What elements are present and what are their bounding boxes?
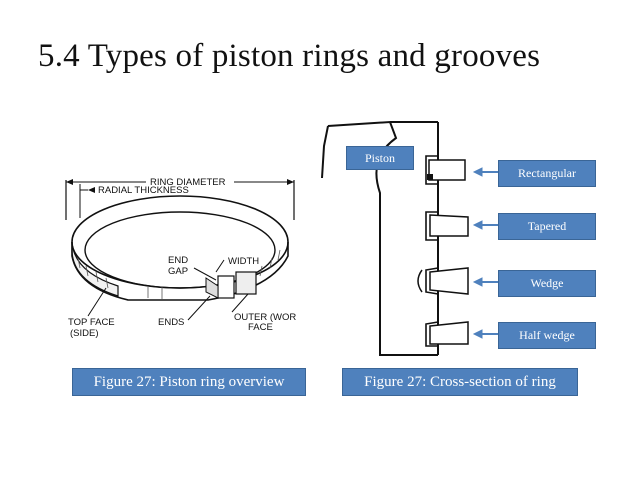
label-outer-face: OUTER (WOR — [234, 312, 296, 323]
caption-cross-section: Figure 27: Cross-section of ring — [342, 368, 578, 396]
slide-title: 5.4 Types of piston rings and grooves — [38, 38, 541, 74]
ring-type-wedge: Wedge — [498, 270, 596, 297]
ring-type-half-wedge: Half wedge — [498, 322, 596, 349]
ring-type-rectangular: Rectangular — [498, 160, 596, 187]
ring-wedge-section — [417, 267, 469, 295]
label-gap: GAP — [168, 266, 188, 277]
ring-tapered-section — [425, 211, 469, 241]
ring-half-wedge-section — [425, 321, 469, 347]
ring-type-tapered: Tapered — [498, 213, 596, 240]
label-outer-face-2: FACE — [248, 322, 273, 333]
piston-ring-drawing: RING DIAMETER RADIAL THICKNESS END GAP — [58, 160, 313, 360]
caption-piston-ring-overview: Figure 27: Piston ring overview — [72, 368, 306, 396]
label-top-face-side: (SIDE) — [70, 328, 99, 339]
label-width: WIDTH — [228, 256, 259, 267]
label-radial-thickness: RADIAL THICKNESS — [98, 185, 189, 196]
ring-rectangular-section — [425, 155, 466, 185]
label-ends: ENDS — [158, 317, 184, 328]
piston-ring-svg: RING DIAMETER RADIAL THICKNESS END GAP — [65, 177, 296, 339]
label-ring-diameter: RING DIAMETER — [150, 177, 226, 188]
piston-label: Piston — [346, 146, 414, 170]
label-end: END — [168, 255, 188, 266]
label-top-face: TOP FACE — [68, 317, 115, 328]
